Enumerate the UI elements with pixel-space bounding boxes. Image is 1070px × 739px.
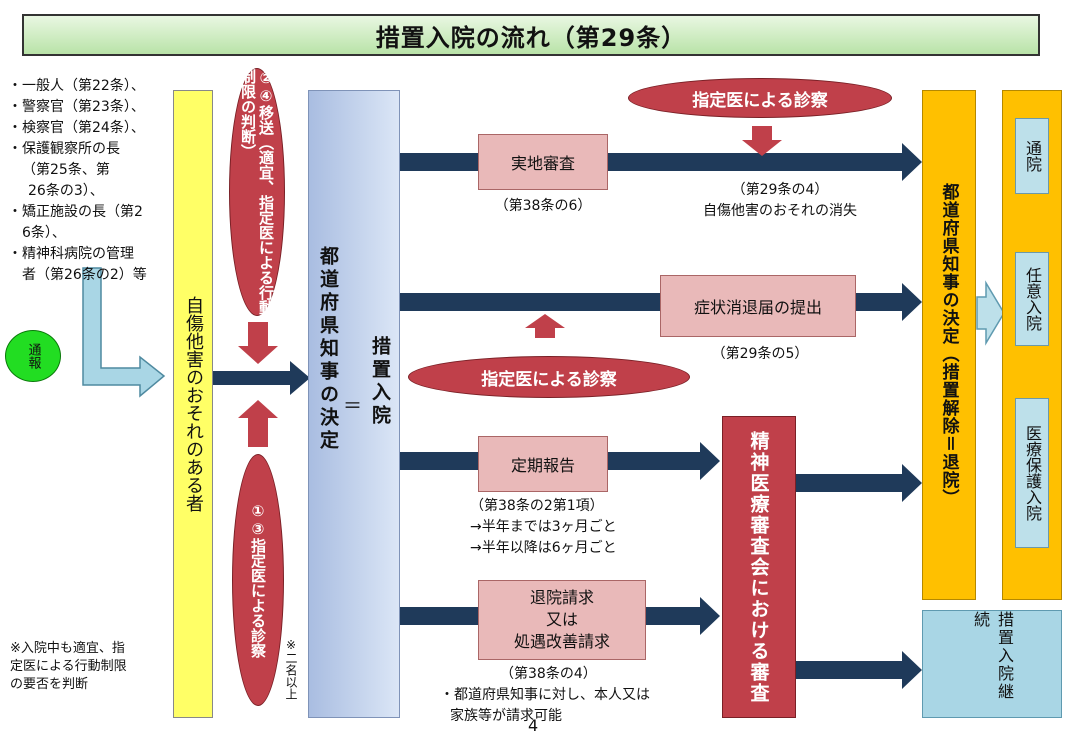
- periodic-notes: （第38条の2第1項） →半年までは3ヶ月ごと →半年以降は6ヶ月ごと: [470, 496, 670, 559]
- arrow-person-to-governor: [212, 361, 310, 395]
- governor-decision-box: 都道府県知事の決定 ＝ 措置入院: [308, 90, 400, 718]
- outcome-medical-protection: 医療保護入院: [1015, 398, 1049, 548]
- note-line: 家族等が請求可能: [450, 708, 562, 724]
- symptom-report-box: 症状消退届の提出: [660, 275, 856, 337]
- discharge-notes: （第38条の4） ・都道府県知事に対し、本人又は 家族等が請求可能: [440, 664, 710, 727]
- governor-release-box: 都道府県知事の決定（措置解除＝退院）: [922, 90, 976, 600]
- art29-5-note: （第29条の5）: [711, 346, 809, 362]
- box-line: 又は: [545, 610, 578, 629]
- outcome-voluntary: 任意入院: [1015, 252, 1049, 346]
- notifier-item: 6条）、: [22, 225, 66, 241]
- outcome-outpatient: 通院: [1015, 118, 1049, 194]
- arrow-exam-top-down: [742, 126, 782, 156]
- notifier-item: ・矯正施設の長（第2: [8, 204, 143, 220]
- designated-doctor-exam-top: 指定医による診察: [628, 78, 892, 118]
- notifier-item: （第25条、第: [22, 162, 110, 178]
- note-line: （第29条の4）: [731, 182, 829, 198]
- periodic-report-box: 定期報告: [478, 436, 608, 492]
- arrow-transport-down: [238, 322, 278, 364]
- arrow-exam-up: [238, 400, 278, 447]
- governor-decision-label: 都道府県知事の決定: [317, 246, 339, 453]
- arrow-to-outcomes: [976, 280, 1005, 346]
- box-line: 退院請求: [529, 588, 594, 607]
- note-line: →半年までは3ヶ月ごと: [470, 519, 617, 535]
- notify-circle: 通報: [5, 330, 61, 382]
- notifier-item: 26条の3）、: [28, 183, 104, 199]
- page-number: 4: [528, 716, 539, 735]
- notifier-item: ・保護観察所の長: [8, 141, 120, 157]
- onsite-audit-box: 実地審査: [478, 134, 608, 190]
- arrow-review-to-governor: [796, 464, 922, 502]
- arrow-onsite: [398, 143, 922, 181]
- bottom-left-note: ※入院中も適宜、指 定医による行動制限 の要否を判断: [10, 640, 170, 694]
- note-line: →半年以降は6ヶ月ごと: [470, 540, 617, 556]
- person-at-risk-box: 自傷他害のおそれのある者: [173, 90, 213, 718]
- note-line: （第38条の4）: [500, 666, 597, 682]
- notifiers-list: ・一般人（第22条）、 ・警察官（第23条）、 ・検察官（第24条）、 ・保護観…: [8, 76, 168, 286]
- onsite-note: （第38条の6）: [494, 198, 592, 214]
- notifier-item: 者（第26条の2）等: [22, 267, 147, 283]
- notifier-item: ・一般人（第22条）、: [8, 78, 145, 94]
- arrow-notify-L: [82, 267, 166, 398]
- designated-doctor-exam-mid: 指定医による診察: [408, 356, 690, 398]
- notifier-item: ・精神科病院の管理: [8, 246, 134, 262]
- review-board-box: 精神医療審査会における審査: [722, 416, 796, 718]
- discharge-request-box: 退院請求 又は 処遇改善請求: [478, 580, 646, 660]
- note-line: 自傷他害のおそれの消失: [703, 203, 857, 219]
- art29-4-note: （第29条の4） 自傷他害のおそれの消失: [670, 180, 890, 222]
- arrow-review-to-continue: [796, 651, 922, 689]
- designated-doctor-exam-oval: ①③指定医による診察: [232, 454, 284, 706]
- note-line: （第38条の2第1項）: [470, 498, 604, 514]
- equals-sign: ＝: [343, 395, 363, 417]
- note-line: ・都道府県知事に対し、本人又は: [440, 687, 650, 703]
- page-title: 措置入院の流れ（第29条）: [22, 14, 1040, 56]
- arrow-exam-mid-up: [525, 314, 565, 338]
- notifier-item: ・検察官（第24条）、: [8, 120, 145, 136]
- transport-oval: ②④移送（適宜、指定医による行動制限の判断）: [229, 68, 285, 316]
- note-line: の要否を判断: [10, 677, 89, 692]
- notifier-item: ・警察官（第23条）、: [8, 99, 145, 115]
- admission-label: 措置入院: [369, 336, 391, 428]
- note-line: 定医による行動制限: [10, 659, 127, 674]
- note-line: ※入院中も適宜、指: [10, 641, 125, 656]
- two-or-more-note: ※二名以上: [284, 638, 298, 700]
- continue-admission-box: 措置入院継続: [922, 610, 1062, 718]
- box-line: 処遇改善請求: [513, 632, 610, 651]
